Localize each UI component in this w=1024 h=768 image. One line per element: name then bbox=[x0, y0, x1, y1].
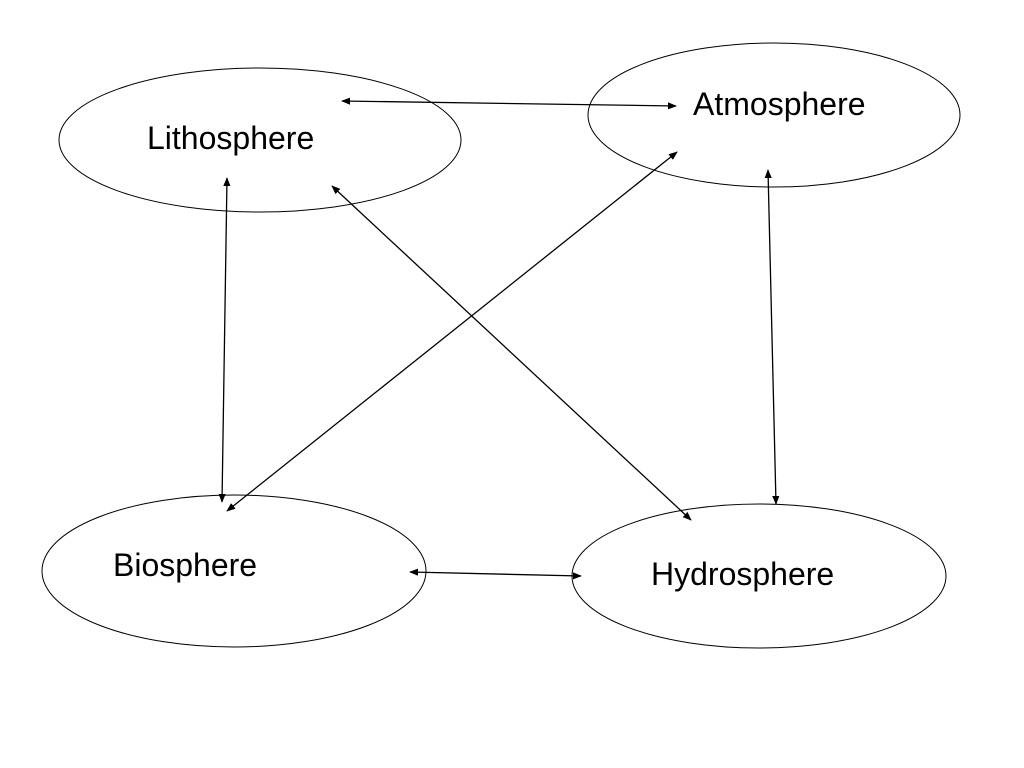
node-lithosphere: Lithosphere bbox=[58, 67, 462, 213]
node-hydrosphere: Hydrosphere bbox=[571, 503, 947, 649]
node-atmosphere: Atmosphere bbox=[587, 42, 961, 188]
arrow-biosphere-hydrosphere bbox=[409, 568, 582, 580]
arrow-atmosphere-biosphere bbox=[226, 151, 678, 512]
lithosphere-label: Lithosphere bbox=[147, 120, 314, 156]
arrow-lithosphere-atmosphere bbox=[341, 97, 677, 110]
arrow-lithosphere-hydrosphere bbox=[331, 185, 692, 521]
arrow-atmosphere-hydrosphere bbox=[764, 169, 780, 505]
arrow-lithosphere-biosphere bbox=[218, 177, 231, 503]
node-biosphere: Biosphere bbox=[41, 494, 427, 648]
atmosphere-label: Atmosphere bbox=[693, 86, 866, 122]
hydrosphere-label: Hydrosphere bbox=[651, 556, 834, 592]
biosphere-label: Biosphere bbox=[113, 547, 257, 583]
